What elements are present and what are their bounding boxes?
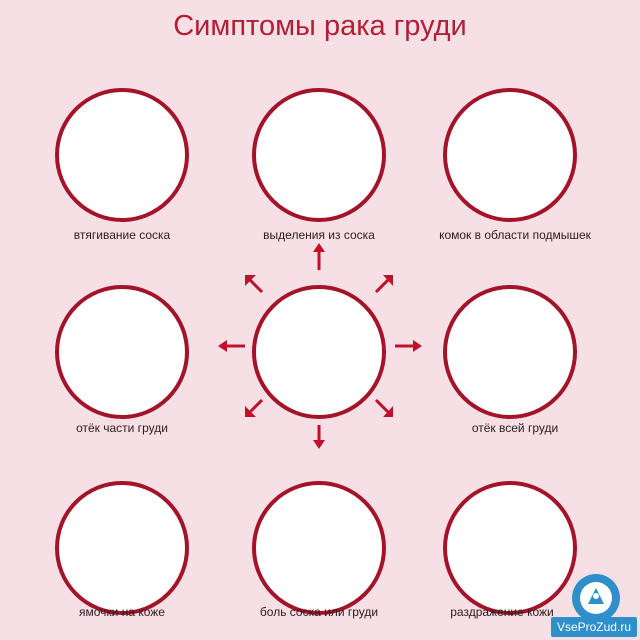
panel-full-swelling [443,285,577,419]
arrow-down-icon [313,425,325,449]
caption-armpit-lump: комок в области подмышек [439,228,591,242]
panel-pain [252,481,386,615]
caption-skin-irritation: раздражение кожи [450,605,554,619]
arrow-down-right-icon [374,398,393,417]
arrow-up-icon [313,243,325,270]
caption-nipple-retraction: втягивание соска [73,228,171,242]
arrow-down-left-icon [245,398,264,417]
panel-nipple-discharge [252,88,386,222]
arrow-up-left-icon [245,275,264,294]
page-title: Симптомы рака груди [173,10,467,42]
watermark-site: VseProZud.ru [550,617,637,637]
arrow-left-icon [218,340,245,352]
panel-partial-swelling [55,285,189,419]
panel-skin-irritation [443,481,577,615]
caption-pain: боль соска или груди [259,605,379,619]
panel-armpit-lump [443,88,577,222]
arrow-up-right-icon [374,275,393,294]
arrow-right-icon [395,340,422,352]
caption-nipple-discharge: выделения из соска [263,228,375,242]
arrows [218,243,422,449]
caption-full-swelling: отёк всей груди [471,421,559,435]
site-logo [572,574,620,622]
caption-partial-swelling: отёк части груди [76,421,168,435]
panel-skin-dimpling [55,481,189,615]
panel-center-normal [252,285,386,419]
caption-skin-dimpling: ямочки на коже [79,605,165,619]
panel-nipple-retraction [55,88,189,222]
